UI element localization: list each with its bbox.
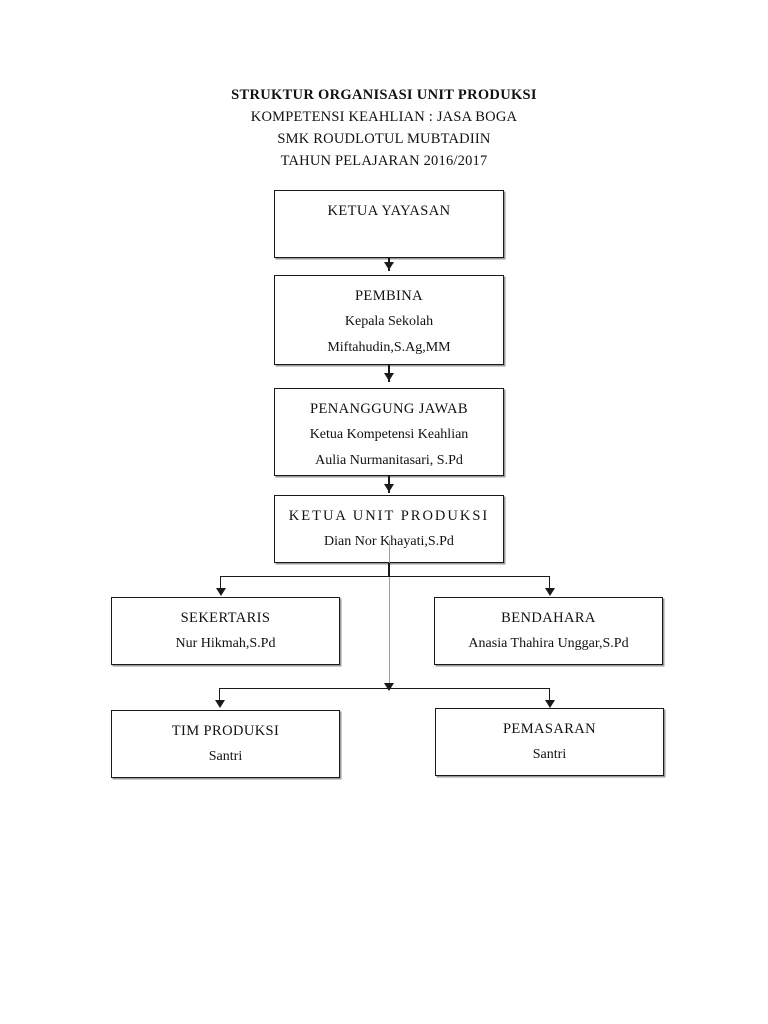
connector-arrow-lower-stem	[384, 683, 394, 691]
node-role-label: PENANGGUNG JAWAB	[310, 401, 468, 417]
connector-drop-sekertaris	[220, 576, 222, 590]
page-title: STRUKTUR ORGANISASI UNIT PRODUKSI	[231, 87, 537, 103]
node-subtitle-label: Kepala Sekolah	[344, 314, 434, 329]
node-role-label: KETUA YAYASAN	[327, 203, 451, 219]
node-subtitle-label: Ketua Kompetensi Keahlian	[309, 427, 469, 442]
header-subtitle-3: TAHUN PELAJARAN 2016/2017	[280, 153, 488, 169]
connector-arrow-pemasaran	[545, 700, 555, 708]
node-role-label: PEMASARAN	[502, 721, 597, 737]
connector-stem-ketuaunit-upper	[388, 563, 390, 577]
connector-drop-pemasaran	[549, 688, 551, 702]
node-bendahara: BENDAHARA Anasia Thahira Unggar,S.Pd	[434, 597, 663, 665]
node-role-label: PEMBINA	[354, 288, 424, 304]
node-tim-produksi: TIM PRODUKSI Santri	[111, 710, 340, 778]
connector-bar-level6	[219, 688, 550, 690]
node-role-label: KETUA UNIT PRODUKSI	[288, 508, 490, 524]
node-person-label: Anasia Thahira Unggar,S.Pd	[468, 636, 629, 651]
connector-arrow-pembina-pj	[384, 373, 394, 381]
connector-bar-level5	[220, 576, 550, 578]
node-role-label: TIM PRODUKSI	[171, 723, 280, 739]
node-role-label: BENDAHARA	[501, 610, 596, 626]
connector-arrow-pj-ketuaunit	[384, 484, 394, 492]
node-ketua-unit-produksi: KETUA UNIT PRODUKSI Dian Nor Khayati,S.P…	[274, 495, 504, 563]
node-person-label: Miftahudin,S.Ag,MM	[327, 340, 451, 355]
connector-arrow-bendahara	[545, 588, 555, 596]
node-pemasaran: PEMASARAN Santri	[435, 708, 664, 776]
connector-stem-ketuaunit-lower	[388, 540, 390, 687]
connector-drop-tim-produksi	[219, 688, 221, 702]
node-person-label: Santri	[532, 747, 567, 762]
node-person-label: Aulia Nurmanitasari, S.Pd	[315, 453, 463, 468]
header-subtitle-1: KOMPETENSI KEAHLIAN : JASA BOGA	[250, 109, 518, 125]
node-person-label: Nur Hikmah,S.Pd	[175, 636, 276, 651]
connector-arrow-tim-produksi	[215, 700, 225, 708]
node-person-label: Santri	[208, 749, 243, 764]
node-role-label: SEKERTARIS	[180, 610, 271, 626]
node-ketua-yayasan: KETUA YAYASAN	[274, 190, 504, 258]
connector-arrow-yayasan-pembina	[384, 262, 394, 270]
node-penanggung-jawab: PENANGGUNG JAWAB Ketua Kompetensi Keahli…	[274, 388, 504, 476]
header-subtitle-2: SMK ROUDLOTUL MUBTADIIN	[277, 131, 491, 147]
node-pembina: PEMBINA Kepala Sekolah Miftahudin,S.Ag,M…	[274, 275, 504, 365]
node-sekertaris: SEKERTARIS Nur Hikmah,S.Pd	[111, 597, 340, 665]
chart-header: STRUKTUR ORGANISASI UNIT PRODUKSI KOMPET…	[0, 84, 768, 172]
connector-arrow-sekertaris	[216, 588, 226, 596]
connector-drop-bendahara	[549, 576, 551, 590]
